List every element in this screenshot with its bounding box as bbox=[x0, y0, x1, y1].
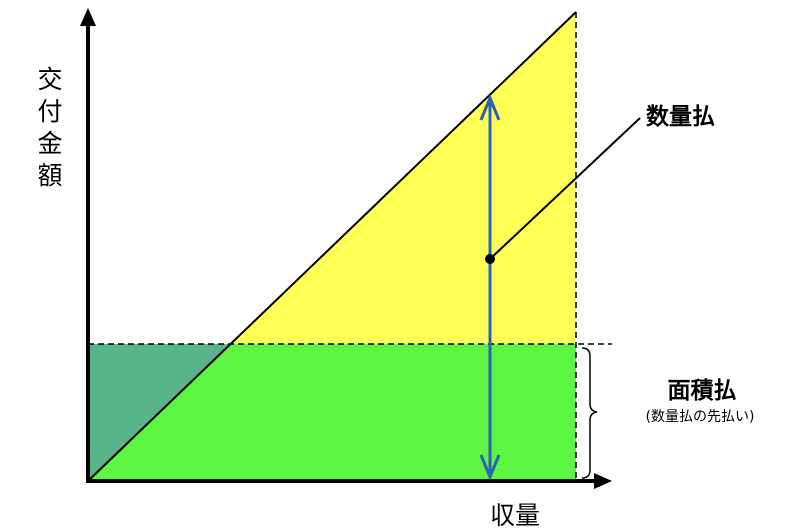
x-axis-arrowhead bbox=[594, 473, 612, 489]
x-axis-label: 収量 bbox=[490, 501, 540, 528]
quantity-payment-leader bbox=[489, 117, 641, 260]
quantity-payment-label: 数量払 bbox=[646, 104, 715, 130]
area-payment-label: 面積払 bbox=[668, 378, 737, 404]
payment-amount-double-arrow bbox=[479, 94, 501, 481]
area-payment-brace bbox=[581, 347, 598, 479]
quantity-payment-line bbox=[87, 11, 577, 482]
leader-dot bbox=[485, 254, 495, 264]
area-payment-note: (数量払の先払い) bbox=[646, 409, 755, 425]
y-axis-label: 交付金額 bbox=[37, 65, 62, 190]
y-axis-arrowhead bbox=[80, 8, 96, 26]
